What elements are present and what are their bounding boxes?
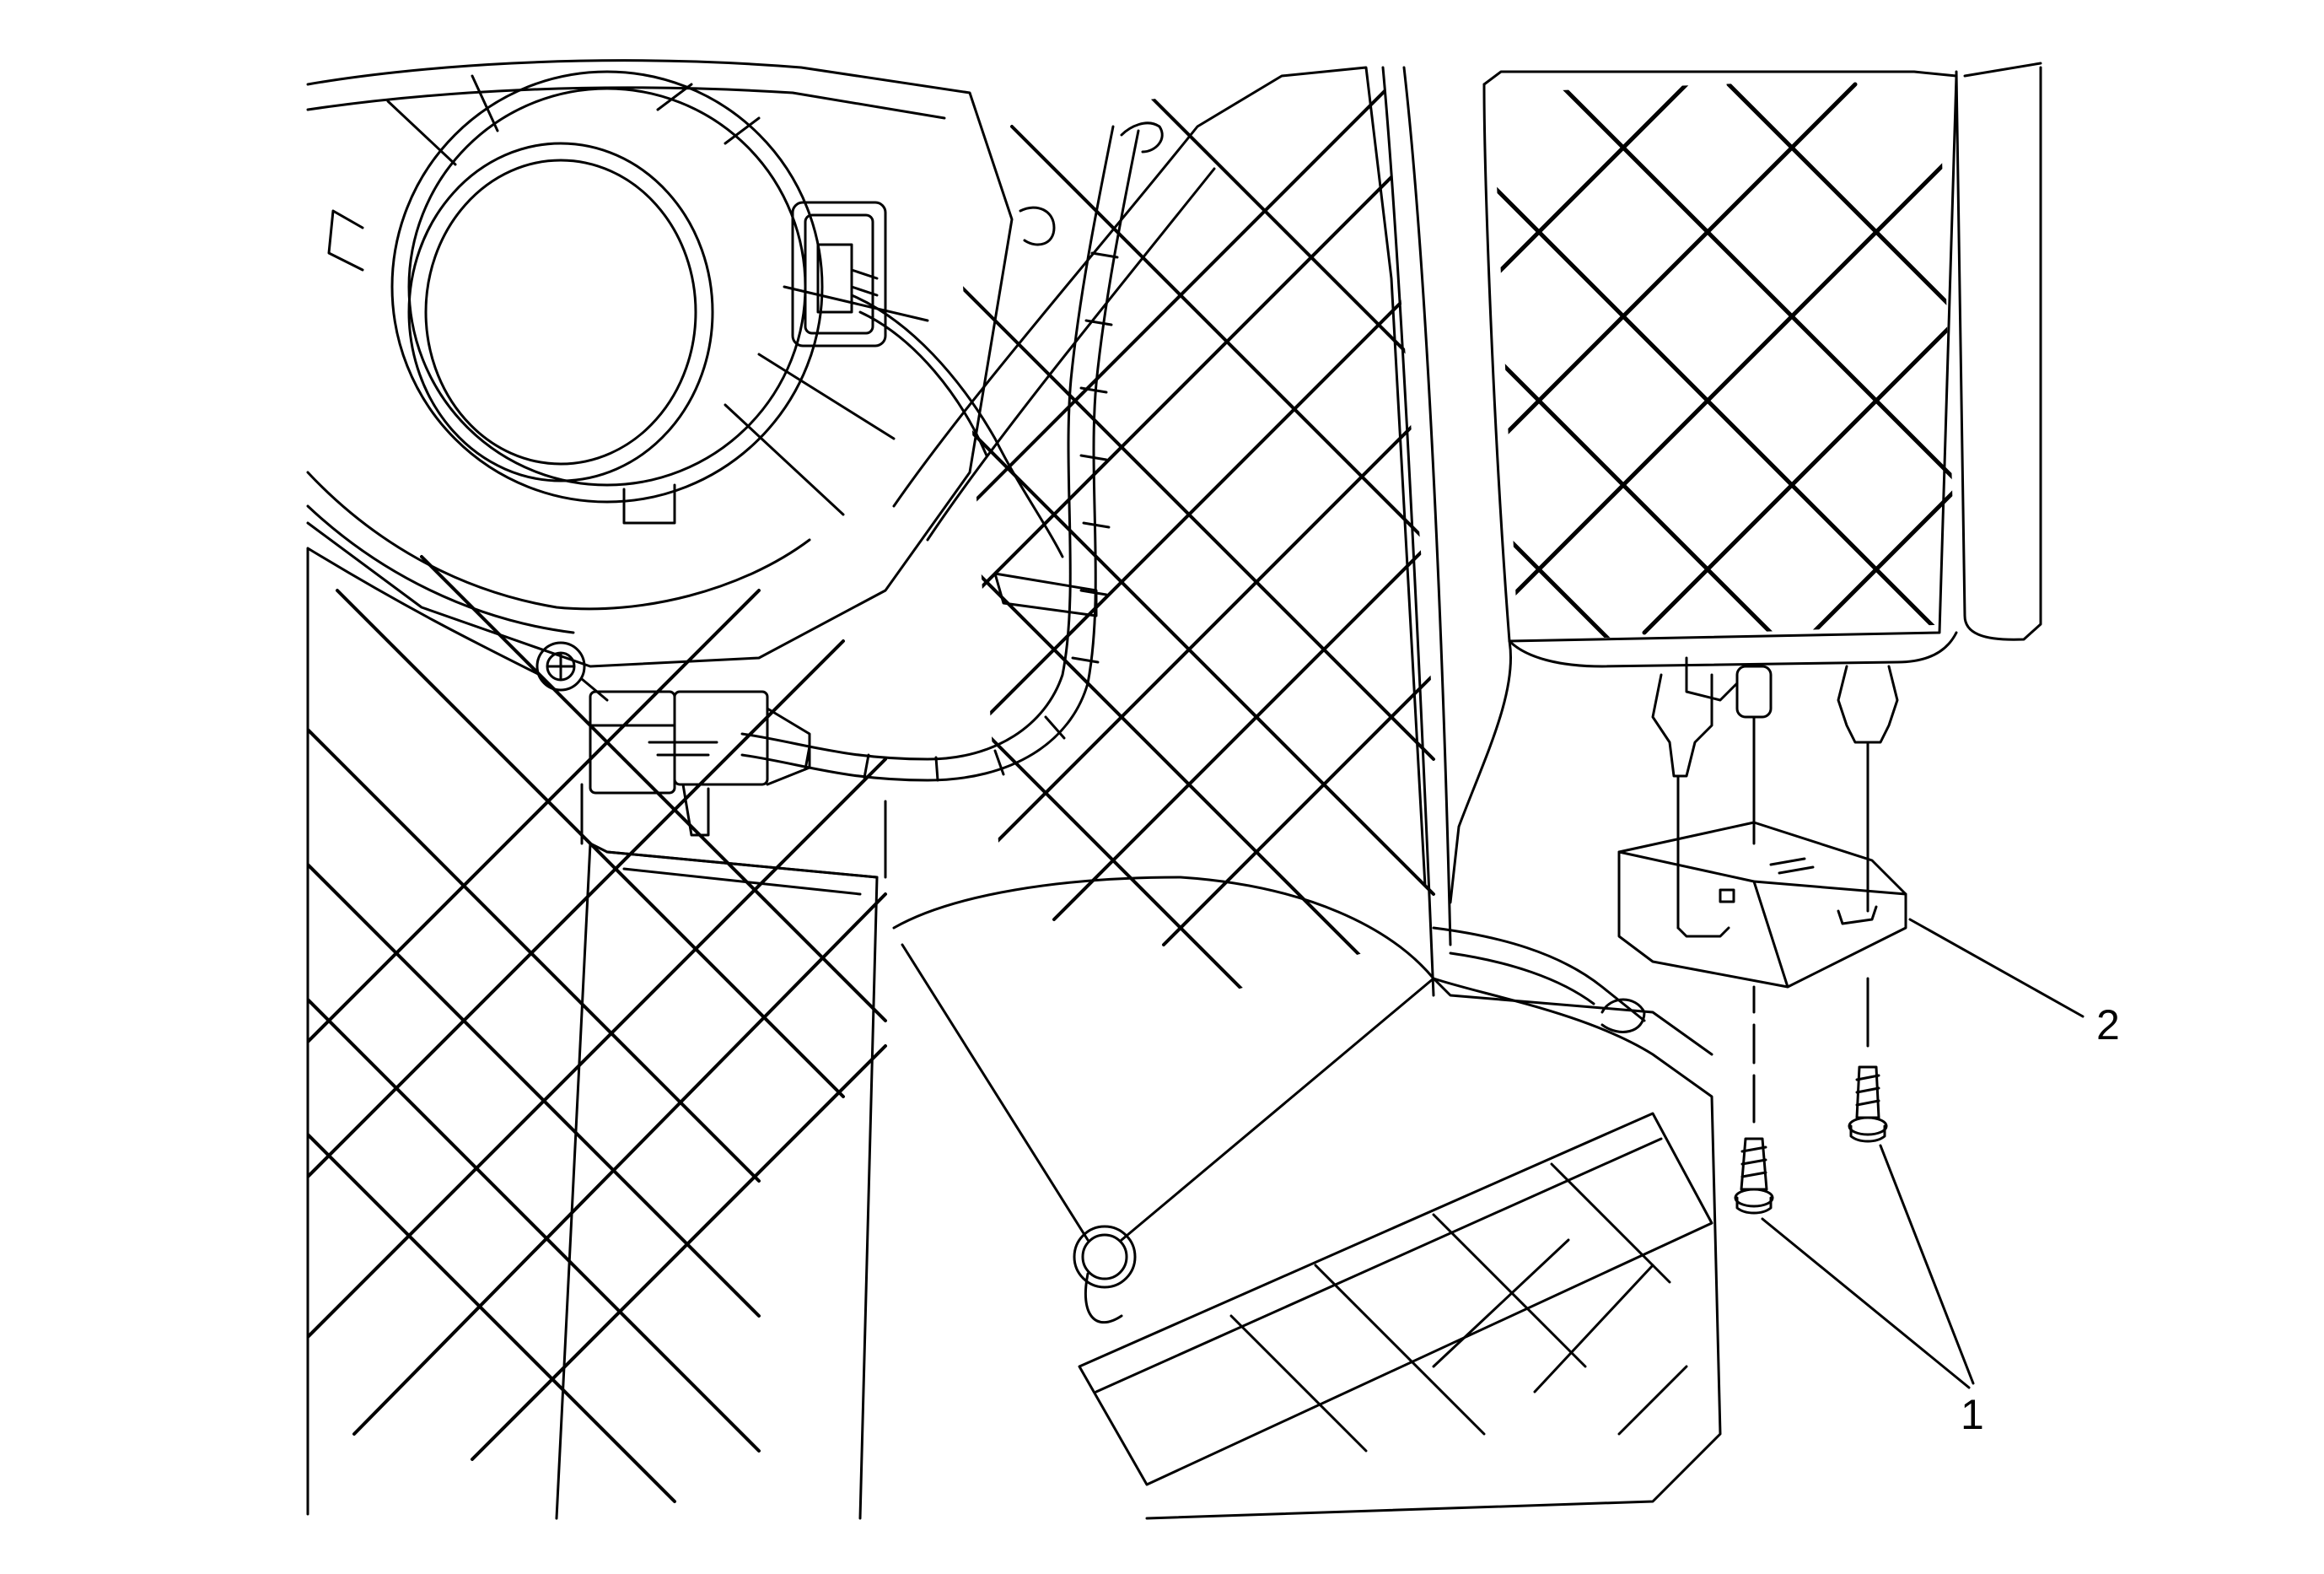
upper-right-panel bbox=[1482, 62, 2042, 668]
vertical-slab-panel bbox=[555, 783, 887, 1520]
wiring-harness bbox=[535, 121, 1164, 837]
mounting-posts bbox=[1449, 639, 1899, 904]
screw-right bbox=[1848, 977, 1888, 1143]
callout-1-label: 1 bbox=[1961, 1391, 1984, 1438]
actuator-module bbox=[1617, 821, 1907, 989]
leader-lines bbox=[1761, 918, 2085, 1389]
lower-case-duct bbox=[892, 876, 1722, 1520]
left-housing-lattice bbox=[306, 547, 887, 1516]
blower-motor-housing bbox=[306, 59, 1098, 668]
callout-2-label: 2 bbox=[2096, 1001, 2120, 1048]
center-duct-lattice bbox=[892, 66, 1452, 1014]
screw-left bbox=[1734, 985, 1774, 1215]
